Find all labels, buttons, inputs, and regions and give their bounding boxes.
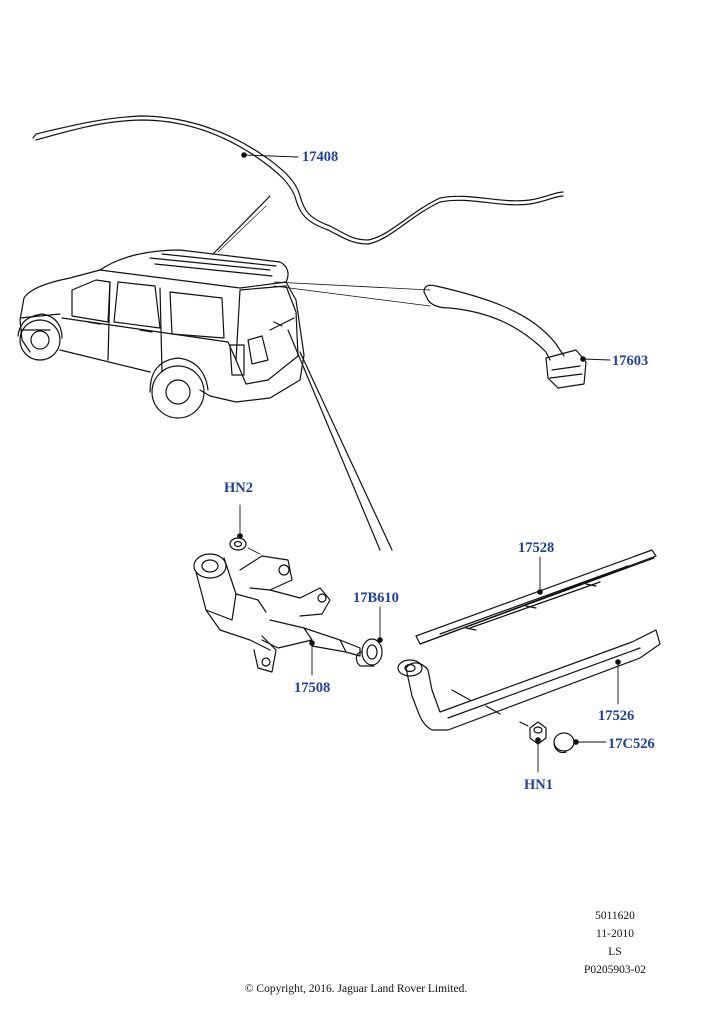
callout-hn1: HN1 xyxy=(524,777,553,793)
callout-hn2: HN2 xyxy=(224,480,253,496)
wiper-blade xyxy=(415,549,657,645)
motor-leader-lines xyxy=(287,329,393,551)
cap-17c526 xyxy=(553,732,607,754)
grommet-17b610 xyxy=(355,606,383,667)
meta-date: 11-2010 xyxy=(596,928,634,940)
vehicle-illustration xyxy=(17,249,305,419)
meta-reference: P0205903-02 xyxy=(584,964,646,976)
callout-17b610: 17B610 xyxy=(353,590,399,606)
washer-jet xyxy=(423,284,611,389)
callout-17528: 17528 xyxy=(518,540,555,556)
nut-hn1 xyxy=(529,721,547,773)
callout-17526: 17526 xyxy=(598,708,635,724)
wiper-arm xyxy=(397,629,661,731)
callout-17408: 17408 xyxy=(302,149,339,165)
callout-17c526: 17C526 xyxy=(608,736,655,752)
meta-code: LS xyxy=(608,946,622,958)
nut-hn2 xyxy=(229,504,261,555)
hose-leader-line xyxy=(212,195,271,255)
copyright-notice: © Copyright, 2016. Jaguar Land Rover Lim… xyxy=(244,983,468,995)
meta-illustration-number: 5011620 xyxy=(595,910,635,922)
wiper-motor xyxy=(193,553,361,676)
washer-hose xyxy=(32,115,564,245)
callout-17603: 17603 xyxy=(612,353,649,369)
callout-17508: 17508 xyxy=(294,680,331,696)
jet-leader-lines xyxy=(273,281,431,307)
